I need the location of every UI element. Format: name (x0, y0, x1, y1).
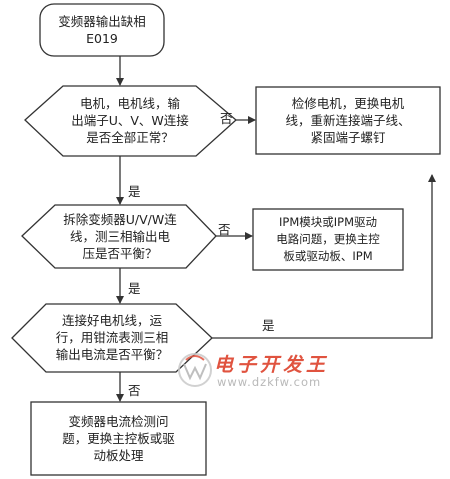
decision2-line3: 压是否平衡？ (82, 246, 158, 261)
watermark-title: 电子开发王 (214, 354, 330, 376)
action1-node (255, 86, 441, 155)
start-line1: 变频器输出缺相 (58, 14, 146, 29)
decision3-line3: 输出电流是否平衡？ (55, 347, 169, 362)
decision1-line2: 出端子U、V、W连接 (71, 113, 189, 128)
action3-line3: 动板处理 (93, 448, 144, 463)
action2-label: IPM模块或IPM驱动 电路问题，更换主控 板或驱动板、IPM (253, 214, 403, 265)
edge-label-d3-no: 否 (128, 383, 141, 398)
edge-label-d2-no: 否 (218, 222, 231, 237)
decision1-label: 电机，电机线，输 出端子U、V、W连接 是否全部正常？ (38, 95, 222, 146)
edge-label-d2-yes: 是 (128, 281, 141, 296)
decision1-line1: 电机，电机线，输 (79, 96, 180, 111)
action1-label: 检修电机，更换电机 线，重新连接端子线、 紧固端子螺钉 (256, 95, 440, 146)
decision3-line2: 行，用钳流表测三相 (55, 330, 169, 345)
start-node (39, 3, 165, 57)
action2-line2: 电路问题，更换主控 (276, 232, 380, 246)
start-line2: E019 (86, 31, 118, 46)
decision3-label: 连接好电机线，运 行，用钳流表测三相 输出电流是否平衡？ (24, 312, 200, 363)
action2-node (252, 208, 404, 271)
action1-line1: 检修电机，更换电机 (291, 96, 405, 111)
edge-d3-action1 (212, 174, 436, 339)
action3-label: 变频器电流检测问 题，更换主控板或驱 动板处理 (31, 413, 206, 464)
edge-label-d1-yes: 是 (128, 184, 141, 199)
start-label: 变频器输出缺相 E019 (40, 13, 164, 47)
decision2-line1: 拆除变频器U/V/W连 (63, 212, 177, 227)
edge-label-d3-yes: 是 (262, 318, 275, 333)
watermark-url: www.dzkfw.com (217, 375, 322, 389)
action3-line1: 变频器电流检测问 (68, 414, 169, 429)
action2-line3: 板或驱动板、IPM (283, 249, 373, 263)
decision1-line3: 是否全部正常？ (86, 130, 174, 145)
action2-line1: IPM模块或IPM驱动 (279, 215, 377, 229)
decision2-line2: 线，测三相输出电 (69, 229, 170, 244)
action1-line3: 紧固端子螺钉 (310, 130, 386, 145)
edge-label-d1-no: 否 (220, 111, 233, 126)
action3-node (30, 401, 207, 476)
watermark-logo (178, 353, 212, 387)
decision3-line1: 连接好电机线，运 (61, 313, 162, 328)
decision2-label: 拆除变频器U/V/W连 线，测三相输出电 压是否平衡？ (34, 211, 206, 262)
action1-line2: 线，重新连接端子线、 (285, 113, 411, 128)
action3-line2: 题，更换主控板或驱 (62, 431, 175, 446)
